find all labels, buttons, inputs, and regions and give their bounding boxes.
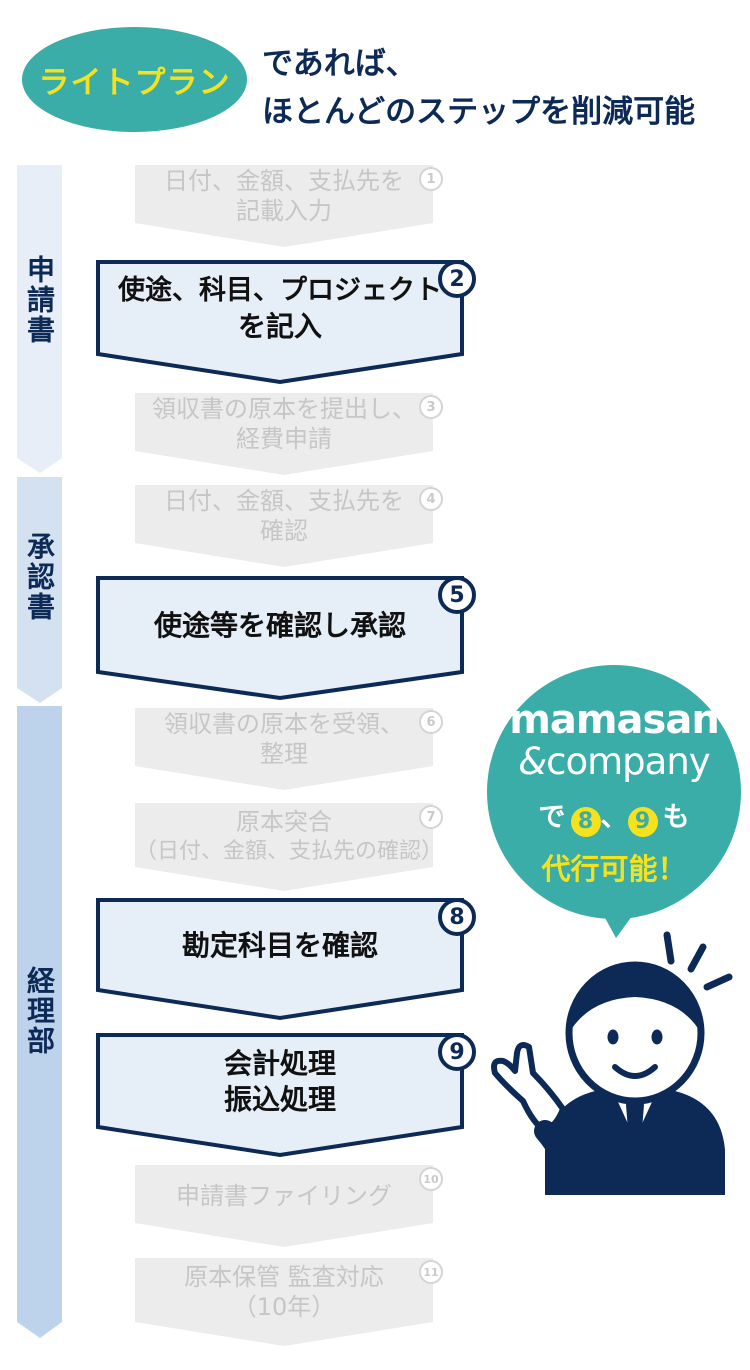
step-6-line: 領収書の原本を受領、 [164, 710, 404, 738]
bubble-line1-sep: 、 [600, 802, 628, 833]
step-4-number-badge: 4 [419, 487, 443, 511]
step-4-text: 日付、金額、支払先を確認 [135, 486, 433, 546]
section-label-accounting: 経理部 [23, 966, 56, 1056]
bubble-line1-prefix: で [538, 802, 566, 833]
section-band-accounting [17, 706, 62, 1338]
step-10-shape [135, 1165, 433, 1247]
brand-logo-bottom: company [546, 740, 711, 783]
step-1-shape [135, 165, 433, 247]
step-8-shape [96, 898, 464, 1021]
step-7-text: 原本突合 （日付、金額、支払先の確認） [135, 807, 444, 867]
step-7-shape [135, 803, 433, 891]
step-11-number-badge: 11 [419, 1260, 443, 1284]
step-1-text: 日付、金額、支払先を記載入力 [135, 166, 433, 226]
step-11-line: （10年） [232, 1293, 336, 1321]
brand-logo-amp: & [518, 740, 547, 783]
step-3-text: 領収書の原本を提出し、経費申請 [135, 394, 433, 454]
step-11-line: 原本保管 監査対応 [184, 1263, 384, 1291]
step-7-number-badge: 7 [419, 805, 443, 829]
section-band-approval [17, 477, 62, 703]
step-11-shape [135, 1258, 433, 1346]
section-bands [17, 165, 62, 1338]
step-2-number-badge: 2 [438, 260, 476, 298]
step-10-text: 申請書ファイリング [135, 1181, 433, 1211]
step-6-text: 領収書の原本を受領、整理 [135, 709, 433, 769]
step-10-line: 申請書ファイリング [176, 1182, 392, 1210]
step-4-line: 日付、金額、支払先を [164, 487, 404, 515]
step-1-line: 記載入力 [236, 197, 332, 225]
step-2-shape [96, 260, 464, 385]
section-label-approval: 承認書 [23, 532, 56, 622]
step-11-text: 原本保管 監査対応（10年） [135, 1262, 433, 1322]
step-8-text: 勘定科目を確認 [98, 928, 462, 964]
step-7-line: （日付、金額、支払先の確認） [135, 839, 444, 864]
step-4-shape [135, 485, 433, 567]
bubble-content: mamasan &company で 8、9 も 代行可能！ [487, 700, 741, 891]
plan-badge-label: ライトプラン [38, 65, 231, 101]
step-2-line: を記入 [237, 310, 322, 343]
brand-logo-top: mamasan [509, 697, 720, 743]
step-8-line: 勘定科目を確認 [181, 929, 378, 962]
section-band-applicant [17, 165, 62, 473]
step-9-number-badge: 9 [438, 1033, 476, 1071]
step-5-text: 使途等を確認し承認 [98, 608, 462, 644]
step-6-number-badge: 6 [419, 710, 443, 734]
step-6-line: 整理 [260, 740, 308, 768]
plan-badge: ライトプラン [22, 27, 247, 132]
step-1-number-badge: 1 [419, 167, 443, 191]
step-9-shape [96, 1033, 464, 1158]
step-5: 使途等を確認し承認 5 [96, 576, 476, 701]
step-3-line: 領収書の原本を提出し、 [152, 395, 416, 423]
step-6-shape [135, 708, 433, 790]
step-8: 勘定科目を確認 8 [96, 898, 476, 1021]
step-10: 申請書ファイリング 10 [135, 1165, 443, 1249]
step-2-line: 使途、科目、プロジェクト [118, 275, 442, 306]
step-1-line: 日付、金額、支払先を [164, 167, 404, 195]
step-7-line: 原本突合 [236, 808, 332, 836]
businessman-waving-icon [491, 931, 733, 1195]
step-9-text: 会計処理振込処理 [98, 1046, 462, 1118]
step-10-number-badge: 10 [419, 1167, 443, 1191]
brand-logo-bottom-row: &company [487, 743, 741, 787]
bubble-line2: 代行可能！ [541, 852, 687, 886]
step-9-line: 会計処理 [223, 1047, 336, 1080]
bubble-step8-badge: 8 [570, 806, 601, 837]
step-7: 原本突合 （日付、金額、支払先の確認） 7 [135, 803, 444, 893]
headline-line1: であれば、 [262, 46, 417, 82]
bubble-step9-badge: 9 [627, 806, 658, 837]
brand-logo: mamasan [487, 700, 741, 748]
step-3-line: 経費申請 [236, 425, 332, 453]
step-8-number-badge: 8 [438, 898, 476, 936]
bubble-line1: で 8、9 も [487, 801, 741, 838]
step-5-shape [96, 576, 464, 701]
step-3-shape [135, 393, 433, 475]
step-9-line: 振込処理 [223, 1083, 336, 1116]
step-3-number-badge: 3 [419, 395, 443, 419]
step-11: 原本保管 監査対応（10年）11 [135, 1258, 443, 1348]
step-2-text: 使途、科目、プロジェクトを記入 [98, 273, 462, 345]
headline-line2: ほとんどのステップを削減可能 [262, 94, 696, 130]
headline: であれば、 ほとんどのステップを削減可能 [262, 40, 695, 136]
section-label-applicant: 申請書 [23, 255, 56, 345]
step-5-number-badge: 5 [438, 576, 476, 614]
step-5-line: 使途等を確認し承認 [153, 609, 406, 642]
step-4-line: 確認 [260, 517, 308, 545]
bubble-line1-suffix: も [662, 802, 690, 833]
